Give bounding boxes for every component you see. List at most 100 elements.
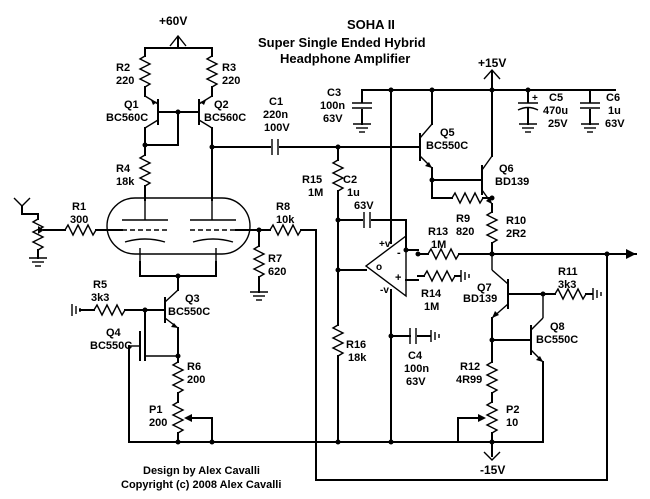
c6-voltage: 63V — [605, 118, 625, 130]
transistor-q7: Q7 BD139 — [463, 254, 546, 357]
r6-ref: R6 — [187, 361, 201, 373]
r10-value: 2R2 — [506, 228, 526, 240]
r8-value: 10k — [276, 214, 295, 226]
r10-ref: R10 — [506, 215, 526, 227]
transistor-q6: Q6 BD139 — [481, 89, 529, 213]
transistor-q1: Q1 BC560C — [106, 95, 159, 141]
resistor-r14: R14 1M — [417, 269, 470, 313]
q4-part: BC550C — [90, 340, 132, 352]
q8-ref: Q8 — [550, 321, 565, 333]
c6-ref: C6 — [606, 92, 620, 104]
q2-part: BC560C — [204, 112, 246, 124]
c3-ref: C3 — [327, 87, 341, 99]
c2-voltage: 63V — [354, 200, 374, 212]
q6-ref: Q6 — [499, 163, 514, 175]
q8-part: BC550C — [536, 334, 578, 346]
q5-ref: Q5 — [440, 127, 455, 139]
credit-copyright: Copyright (c) 2008 Alex Cavalli — [121, 479, 281, 491]
r7-ref: R7 — [268, 253, 282, 265]
c1-value: 220n — [263, 109, 288, 121]
dual-triode-tube — [106, 197, 251, 262]
r2-ref: R2 — [116, 62, 130, 74]
transistor-q2: Q2 BC560C — [198, 95, 246, 201]
capacitor-c5: + C5 470u 25V — [517, 89, 568, 133]
c6-value: 1u — [608, 105, 621, 117]
r5-value: 3k3 — [91, 292, 109, 304]
capacitor-c6: C6 1u 63V — [580, 89, 625, 133]
resistor-r6: R6 200 — [171, 355, 205, 403]
title-line-1: SOHA II — [347, 17, 395, 32]
credit-design: Design by Alex Cavalli — [143, 465, 260, 477]
r3-value: 220 — [222, 75, 240, 87]
resistor-r2: R2 220 — [116, 47, 152, 97]
c4-voltage: 63V — [406, 376, 426, 388]
r5-ref: R5 — [93, 279, 107, 291]
q6-part: BD139 — [495, 176, 529, 188]
resistor-r11: R11 3k3 — [542, 266, 602, 301]
rail-15v-neg-label: -15V — [480, 463, 505, 477]
title-line-3: Headphone Amplifier — [280, 51, 410, 66]
r15-ref: R15 — [302, 174, 322, 186]
r11-value: 3k3 — [558, 279, 576, 291]
r6-value: 200 — [187, 374, 205, 386]
input-volume-pot — [13, 197, 61, 267]
q2-ref: Q2 — [214, 99, 229, 111]
r2-value: 220 — [116, 75, 134, 87]
capacitor-c2: C2 1u 63V — [337, 174, 409, 253]
capacitor-c4: C4 100n 63V — [388, 328, 440, 388]
c4-value: 100n — [404, 363, 429, 375]
q3-ref: Q3 — [185, 293, 200, 305]
opamp-servo: +v -v o - + — [337, 89, 419, 443]
resistor-r10: R10 2R2 — [485, 211, 526, 257]
c2-value: 1u — [347, 187, 360, 199]
opamp-minus-v: -v — [380, 285, 389, 296]
q7-part: BD139 — [463, 293, 497, 305]
r14-ref: R14 — [421, 288, 442, 300]
r4-ref: R4 — [116, 163, 131, 175]
resistor-r8: R8 10k — [259, 201, 317, 481]
resistor-r3: R3 220 — [205, 47, 240, 97]
q5-part: BC550C — [426, 140, 468, 152]
opamp-noninv: + — [395, 272, 401, 284]
r13-ref: R13 — [428, 226, 448, 238]
resistor-r16: R16 18k — [331, 324, 367, 443]
transistor-q5: Q5 BC550C — [414, 89, 483, 199]
c4-ref: C4 — [408, 350, 423, 362]
resistor-r9: R9 820 — [431, 191, 493, 238]
p2-ref: P2 — [506, 404, 519, 416]
opamp-plus-v: +v — [379, 239, 391, 250]
rail-60v-label: +60V — [159, 14, 187, 28]
resistor-r15: R15 1M — [302, 146, 345, 326]
r14-value: 1M — [424, 301, 439, 313]
rail-60v: +60V — [144, 14, 213, 49]
r7-value: 620 — [268, 266, 286, 278]
q4-ref: Q4 — [106, 327, 122, 339]
r16-value: 18k — [348, 352, 367, 364]
r1-value: 300 — [70, 214, 88, 226]
c5-plus: + — [532, 93, 538, 104]
c2-ref: C2 — [343, 174, 357, 186]
opamp-out: o — [376, 262, 382, 273]
resistor-r4: R4 18k — [116, 139, 152, 201]
r16-ref: R16 — [346, 339, 366, 351]
c3-value: 100n — [320, 100, 345, 112]
r13-value: 1M — [431, 239, 446, 251]
c1-ref: C1 — [269, 96, 283, 108]
q1-part: BC560C — [106, 112, 148, 124]
c5-ref: C5 — [549, 92, 563, 104]
q1-ref: Q1 — [124, 99, 139, 111]
q3-part: BC550C — [168, 306, 210, 318]
p1-value: 200 — [149, 417, 167, 429]
capacitor-c1: C1 220n 100V — [209, 96, 416, 155]
rail-15v-neg: -15V — [480, 441, 505, 477]
p2-value: 10 — [506, 417, 518, 429]
title-line-2: Super Single Ended Hybrid — [258, 35, 426, 50]
transistor-q3: Q3 BC550C — [164, 289, 210, 357]
c1-voltage: 100V — [264, 122, 290, 134]
r9-value: 820 — [456, 226, 474, 238]
q7-ref: Q7 — [477, 282, 492, 294]
r9-ref: R9 — [456, 213, 470, 225]
resistor-r7: R7 620 — [250, 229, 286, 301]
r4-value: 18k — [116, 176, 135, 188]
